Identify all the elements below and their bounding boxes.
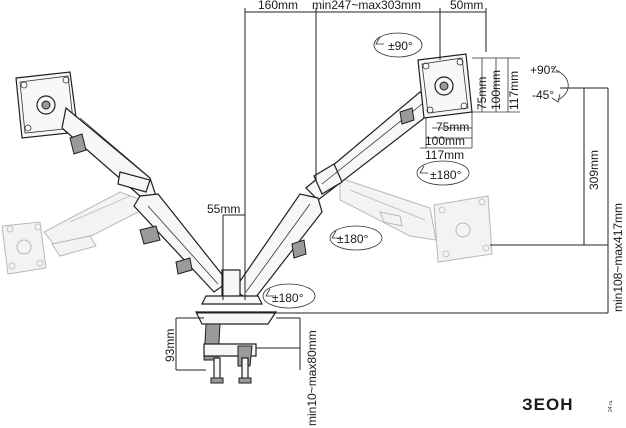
- dim-base-height: 93mm: [163, 329, 177, 362]
- brand-logo-domain: 24.ru: [608, 400, 614, 412]
- dim-height-inner: 309mm: [587, 150, 601, 190]
- rotation-arrows: [262, 32, 569, 309]
- dim-desk-thickness: min10~max80mm: [305, 330, 319, 426]
- ghost-right-monitor-plate: [433, 195, 493, 263]
- brand-logo-text: ЗЕОН: [522, 395, 574, 414]
- center-pole: [201, 269, 263, 305]
- dim-vesa-75-h: 75mm: [475, 77, 489, 110]
- dim-top-spacing: 160mm: [258, 0, 298, 12]
- dim-top-offset: 50mm: [450, 0, 483, 12]
- dim-arm-gap: 55mm: [207, 202, 240, 216]
- ghost-right-arm: [339, 177, 437, 241]
- rot-swivel-head: ±180°: [430, 168, 462, 182]
- brand-logo: ЗЕОН 24.ru: [522, 395, 614, 414]
- ghost-left-arm: [43, 191, 143, 257]
- dim-vesa-75-w: 75mm: [436, 120, 469, 134]
- left-upper-arm: [61, 106, 157, 197]
- rot-top-rotate: ±90°: [388, 39, 413, 53]
- dim-top-extension: min247~max303mm: [312, 0, 421, 12]
- right-forearm: [233, 193, 323, 303]
- right-upper-arm: [305, 91, 433, 201]
- right-monitor-plate: [417, 53, 473, 119]
- rot-swivel-arm: ±180°: [337, 232, 369, 246]
- dim-vesa-117-h: 117mm: [507, 71, 521, 110]
- dim-vesa-100-h: 100mm: [489, 70, 503, 110]
- dimension-lines: [175, 8, 609, 371]
- dim-vesa-100-w: 100mm: [425, 134, 465, 148]
- ghost-left-monitor-plate: [1, 221, 47, 275]
- dim-vesa-117-w: 117mm: [425, 148, 464, 162]
- rot-tilt-down: -45°: [532, 88, 554, 102]
- left-forearm: [133, 193, 229, 293]
- rot-swivel-base: ±180°: [272, 291, 304, 305]
- desk-clamp: [195, 311, 278, 384]
- rot-tilt-up: +90°: [530, 63, 555, 77]
- dim-height-outer: min108~max417mm: [611, 203, 625, 312]
